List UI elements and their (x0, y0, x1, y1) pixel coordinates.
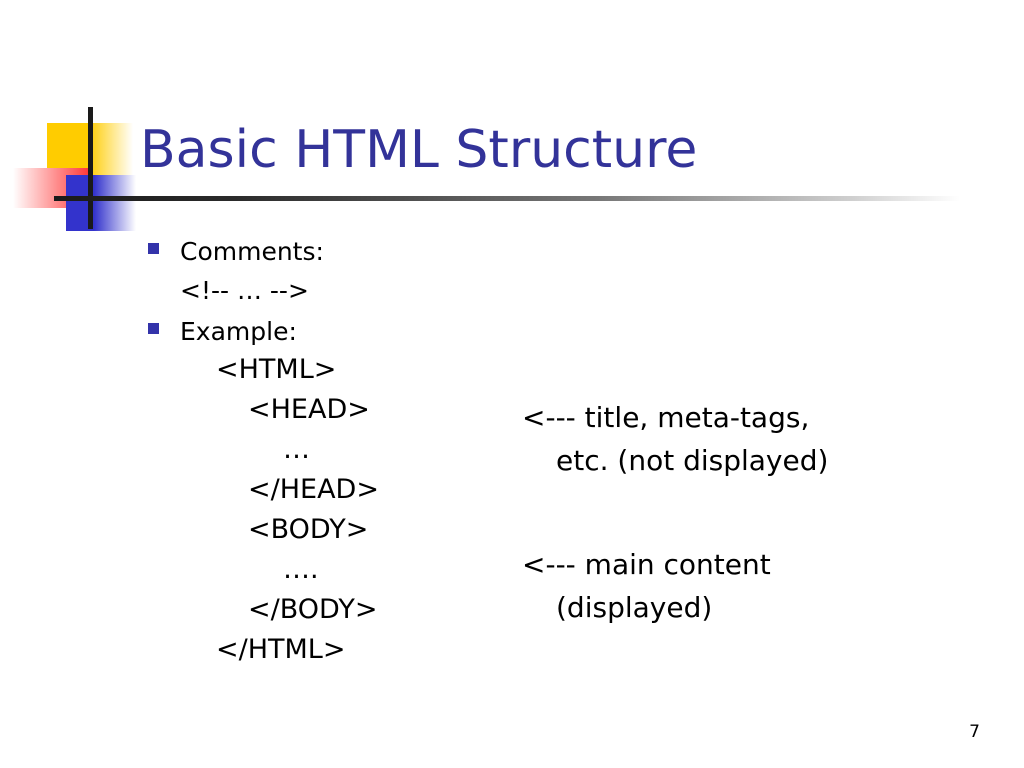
annotation-line: <--- title, meta-tags, (522, 401, 810, 434)
list-item: Comments: <!-- … --> (146, 232, 486, 310)
code-line: </HTML> (216, 634, 346, 665)
code-line: </HEAD> (248, 474, 379, 505)
list-item: Example: (146, 312, 486, 351)
code-line: <BODY> (248, 514, 369, 545)
code-line: </BODY> (248, 594, 378, 625)
page-number: 7 (969, 722, 980, 742)
code-line: … (283, 434, 310, 465)
bullet-list: Comments: <!-- … --> Example: (146, 232, 486, 353)
code-line: <HEAD> (248, 394, 370, 425)
code-line: …. (283, 554, 319, 585)
code-sample-block: <HTML> <HEAD> … </HEAD> <BODY> …. </BODY… (180, 350, 510, 670)
bullet-text-line: <!-- … --> (180, 276, 309, 305)
square-bullet-icon (148, 243, 159, 254)
annotation-line: (displayed) (556, 591, 713, 624)
square-bullet-icon (148, 323, 159, 334)
annotation-line: <--- main content (522, 548, 771, 581)
code-line: <HTML> (216, 354, 337, 385)
bullet-text-line: Comments: (180, 237, 324, 266)
vertical-rule-decoration (88, 107, 93, 229)
horizontal-rule-divider (54, 196, 960, 201)
blue-square-decoration (66, 175, 136, 231)
page-title: Basic HTML Structure (140, 120, 698, 180)
annotation-body-section: <--- main content (displayed) (522, 543, 942, 629)
annotation-head-section: <--- title, meta-tags, etc. (not display… (522, 396, 942, 482)
bullet-text-line: Example: (180, 317, 297, 346)
annotation-line: etc. (not displayed) (556, 444, 829, 477)
